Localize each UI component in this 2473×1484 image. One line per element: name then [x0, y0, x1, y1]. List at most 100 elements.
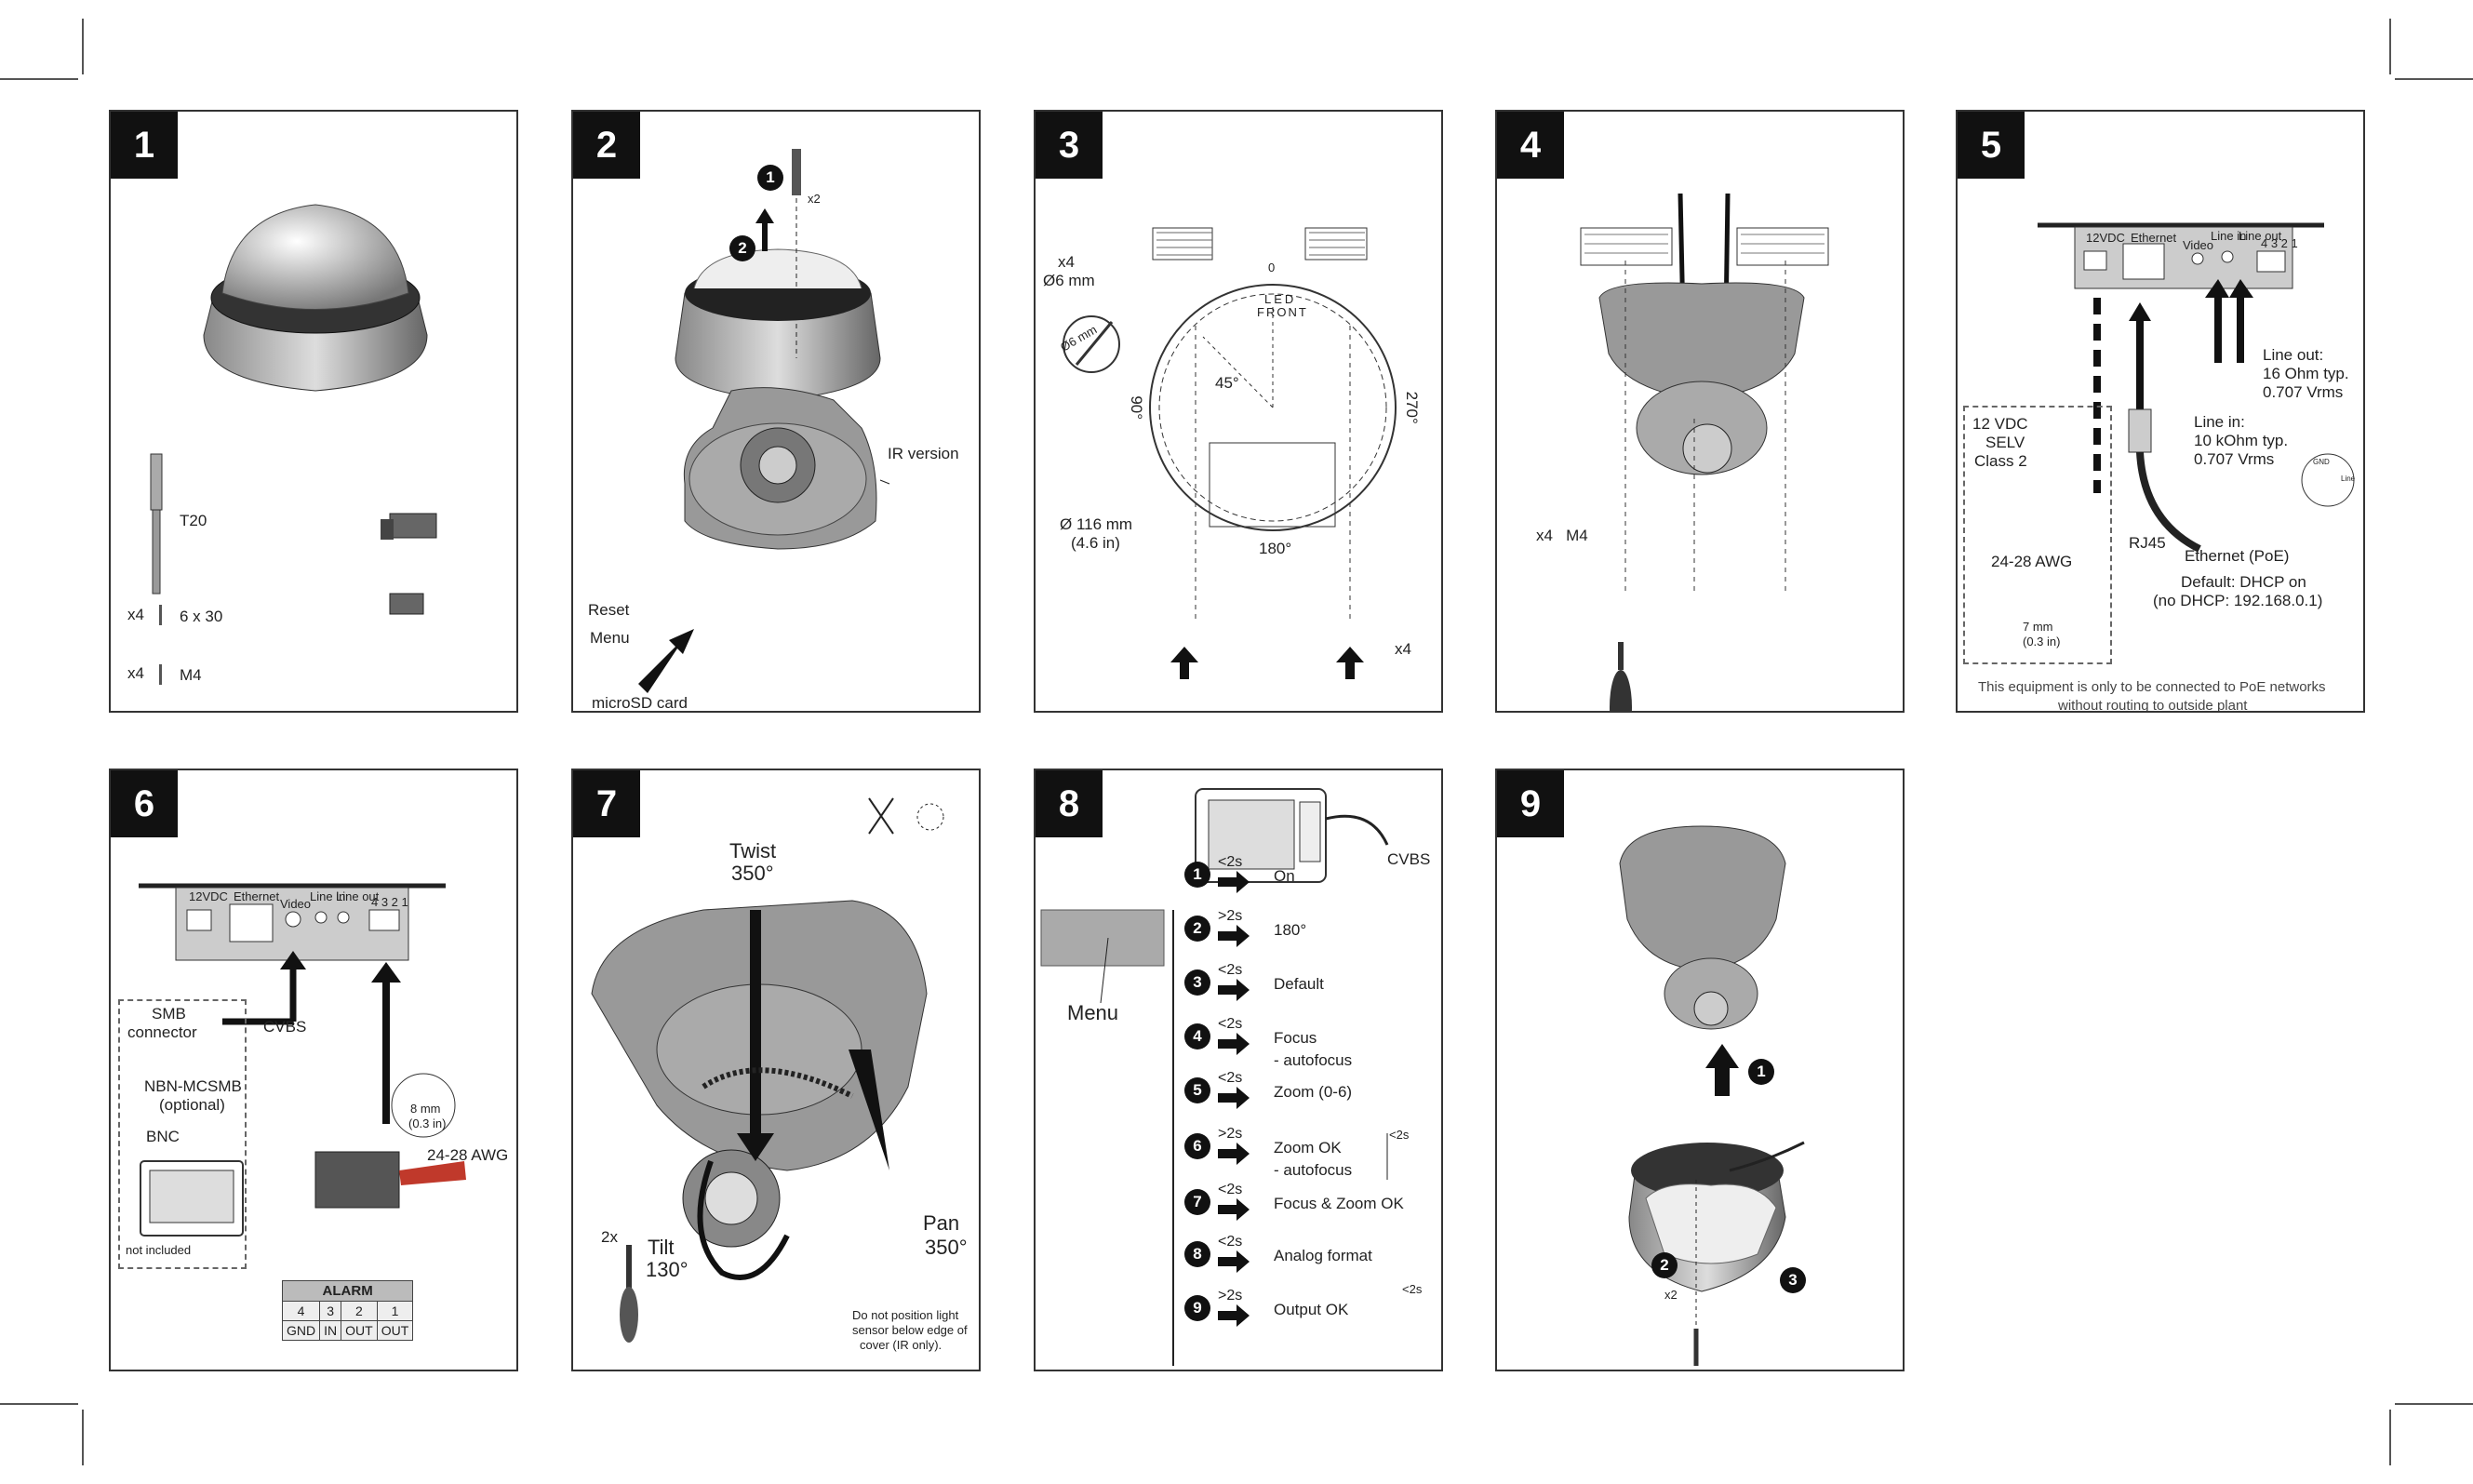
- dhcp-label: Default: DHCP on: [2181, 573, 2306, 591]
- step-number: 3: [1036, 112, 1103, 179]
- crop-mark: [0, 78, 78, 80]
- microsd-label: microSD card: [592, 694, 688, 712]
- strip-length-inch: (0.3 in): [408, 1116, 447, 1130]
- twist-label: Twist: [729, 839, 777, 862]
- degree-0-label: 0: [1268, 261, 1276, 274]
- step-panel-2: 2 1 x2 2 IR version Reset Menu microSD c…: [571, 110, 981, 713]
- crop-mark: [82, 19, 84, 74]
- terminal-label: Video: [2183, 238, 2214, 252]
- crop-mark: [0, 1403, 78, 1405]
- press-duration: <2s: [1218, 854, 1243, 870]
- crop-mark: [2389, 1410, 2391, 1465]
- step-panel-3: 3 x4 Ø6 mm Ø6 mm 0 LED FRONT 45° 90° 270…: [1034, 110, 1443, 713]
- callout-number: 1: [1748, 1059, 1774, 1085]
- smb-label: connector: [127, 1023, 197, 1041]
- menu-label: Menu: [590, 629, 630, 647]
- step-action: Focus & Zoom OK: [1274, 1195, 1404, 1212]
- pan-angle: 350°: [925, 1236, 968, 1259]
- press-arrow-icon: [1218, 925, 1250, 947]
- step-action: 180°: [1274, 921, 1307, 939]
- line-out-spec: 0.707 Vrms: [2263, 383, 2344, 401]
- strip-length-label: 8 mm: [410, 1102, 441, 1116]
- alarm-pin: 1: [376, 1301, 414, 1321]
- front-label: FRONT: [1257, 305, 1308, 319]
- degree-90-label: 90°: [1128, 395, 1146, 421]
- press-duration: >2s: [1218, 908, 1243, 924]
- callout-number: 2: [729, 235, 755, 261]
- smb-label: SMB: [152, 1005, 186, 1023]
- alarm-pin: 4: [281, 1301, 321, 1321]
- dhcp-fallback-label: (no DHCP: 192.168.0.1): [2153, 592, 2323, 609]
- strip-length-label: 7 mm: [2023, 620, 2053, 634]
- connector-panel-illustration: [2038, 222, 2355, 553]
- press-arrow-icon: [1218, 1198, 1250, 1221]
- ethernet-poe-label: Ethernet (PoE): [2185, 547, 2290, 565]
- quantity-label: x4: [1058, 253, 1075, 271]
- bnc-label: BNC: [146, 1128, 180, 1145]
- press-arrow-icon: [1218, 1087, 1250, 1109]
- step-badge: 5: [1184, 1077, 1210, 1103]
- camera-disassembly-illustration: [638, 149, 890, 693]
- degree-45-label: 45°: [1215, 374, 1239, 392]
- t20-label: T20: [180, 512, 207, 529]
- step-action: Focus: [1274, 1029, 1317, 1047]
- step-badge: 3: [1184, 969, 1210, 996]
- press-arrow-icon: [1218, 1143, 1250, 1165]
- step-badge: 2: [1184, 916, 1210, 942]
- step-panel-1: 1 T20 x4 6 x 30 x4 M4: [109, 110, 518, 713]
- sensor-warning: sensor below edge of: [852, 1323, 968, 1337]
- alarm-pin-name: IN: [319, 1320, 342, 1341]
- diameter-label: Ø 116 mm: [1060, 515, 1133, 533]
- gnd-label: GND: [2313, 458, 2330, 466]
- terminal-label: 12VDC: [189, 889, 228, 903]
- sensor-warning: cover (IR only).: [860, 1338, 942, 1352]
- step-badge: 1: [1184, 862, 1210, 888]
- pan-label: Pan: [923, 1211, 960, 1235]
- tilt-angle: 130°: [646, 1258, 688, 1281]
- terminal-label: Line in: [2211, 229, 2247, 243]
- quantity-label: x4: [1395, 640, 1411, 658]
- quantity-label: x2: [808, 192, 821, 206]
- power-label: SELV: [1985, 434, 2025, 451]
- step-number: 8: [1036, 770, 1103, 837]
- led-label: LED: [1264, 292, 1297, 306]
- alarm-pin-name: GND: [281, 1320, 321, 1341]
- crop-mark: [2395, 78, 2473, 80]
- step-action: Output OK: [1274, 1301, 1349, 1318]
- optional-cable-box: [118, 999, 247, 1269]
- alarm-pin: 2: [341, 1301, 378, 1321]
- press-duration: >2s: [1218, 1288, 1243, 1304]
- sensor-warning: Do not position light: [852, 1308, 959, 1322]
- nbn-label: (optional): [159, 1096, 225, 1114]
- press-arrow-icon: [1218, 1033, 1250, 1055]
- video-alarm-wiring-illustration: [139, 883, 466, 1237]
- step-badge: 4: [1184, 1023, 1210, 1049]
- terminal-label: Line out: [2239, 229, 2282, 243]
- crop-mark: [2395, 1403, 2473, 1405]
- degree-270-label: 270°: [1402, 391, 1421, 424]
- line-in-spec: 10 kOhm typ.: [2194, 432, 2289, 449]
- side-time-label: <2s: [1402, 1282, 1423, 1296]
- step-badge: 9: [1184, 1295, 1210, 1321]
- not-included-label: not included: [126, 1243, 192, 1257]
- press-duration: <2s: [1218, 1182, 1243, 1197]
- step-panel-6: 6 12VDC Ethernet Video Line in Line out …: [109, 769, 518, 1371]
- wire-gauge-label: 24-28 AWG: [1991, 553, 2073, 570]
- press-duration: <2s: [1218, 1070, 1243, 1086]
- step-sub-action: - autofocus: [1274, 1161, 1353, 1179]
- press-duration: <2s: [1218, 1016, 1243, 1032]
- menu-label: Menu: [1067, 1001, 1119, 1024]
- reset-label: Reset: [588, 601, 630, 619]
- wire-gauge-label: 24-28 AWG: [427, 1146, 509, 1164]
- cvbs-label: CVBS: [1387, 850, 1431, 868]
- step-action: Default: [1274, 975, 1324, 993]
- step-number: 4: [1497, 112, 1564, 179]
- step-badge: 8: [1184, 1241, 1210, 1267]
- power-label: 12 VDC: [1972, 415, 2028, 433]
- lens-adjustment-illustration: [591, 797, 944, 1343]
- menu-illustration: [1040, 788, 1389, 1366]
- step-badge: 6: [1184, 1133, 1210, 1159]
